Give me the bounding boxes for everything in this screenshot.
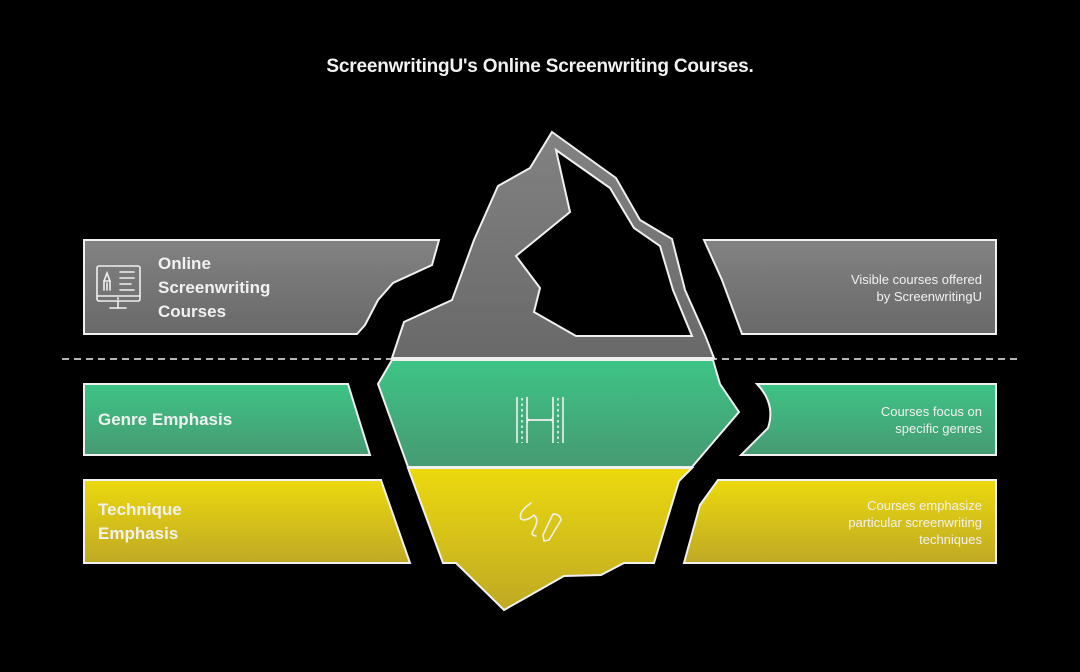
left-panel-genre [83, 383, 372, 456]
layer-label-genre: Genre Emphasis [98, 410, 233, 429]
layer-description-genre: Courses focus on specific genres [880, 404, 982, 436]
layer-label-technique: Technique Emphasis [98, 500, 182, 543]
left-panel-visible [83, 239, 441, 335]
pen-squiggle-icon [519, 502, 562, 542]
monitor-pencil-icon [96, 265, 141, 309]
right-panel-technique [682, 479, 997, 564]
right-panel-visible [702, 239, 997, 335]
left-panel-technique [83, 479, 412, 564]
iceberg-tip-shadow [514, 147, 694, 337]
layer-description-technique: Courses emphasize particular screenwriti… [848, 498, 982, 547]
layer-label-visible: Online Screenwriting Courses [158, 254, 271, 321]
iceberg-middle [376, 359, 741, 468]
film-strip-icon [516, 397, 564, 443]
diagram-title: ScreenwritingU's Online Screenwriting Co… [326, 56, 754, 77]
right-panel-genre [738, 383, 997, 456]
layer-description-visible: Visible courses offered by Screenwriting… [850, 272, 982, 304]
